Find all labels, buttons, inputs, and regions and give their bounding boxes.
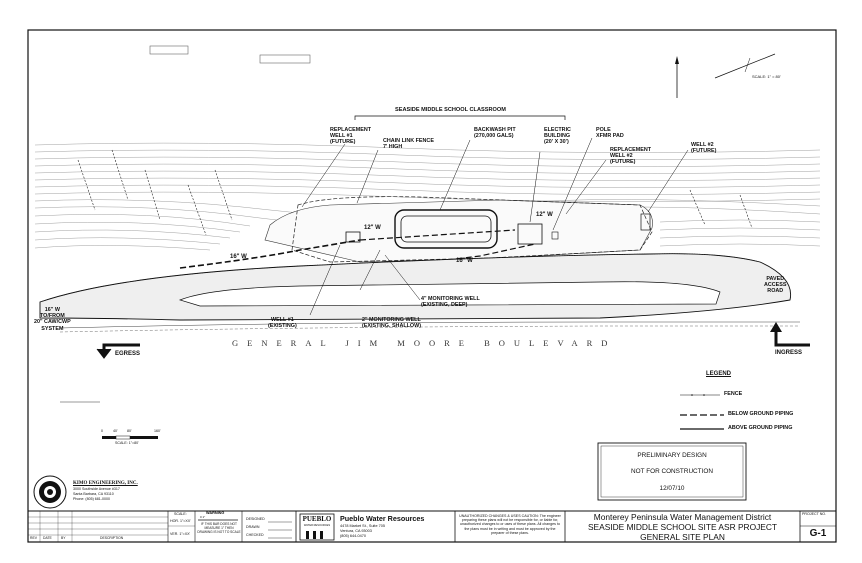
pipe-12 — [359, 229, 516, 241]
label-well-2: WELL #2(FUTURE) — [691, 142, 717, 155]
company-name: Pueblo Water Resources — [340, 514, 425, 523]
ingress-arrow — [774, 328, 810, 347]
well-1 — [345, 231, 361, 243]
company-address2: Ventura, CA 93003 — [340, 529, 372, 533]
xfmr-pad — [551, 231, 559, 240]
label-pipe-12-a: 12" W — [364, 225, 381, 231]
prelim-line1: PRELIMINARY DESIGN — [637, 452, 707, 459]
pueblo-logo-text: PUEBLO — [302, 515, 332, 523]
pipe-16 — [179, 239, 361, 269]
backwash-pit — [394, 209, 498, 249]
engineer-name: KIMO ENGINEERING, INC. — [73, 481, 138, 486]
scale-bar — [102, 435, 158, 440]
scale-tick-0: 0 — [101, 429, 103, 433]
scale-hor: HOR. 1"=XX' — [170, 519, 191, 523]
well-2 — [640, 213, 651, 231]
label-pipe-16-b: 16" W — [456, 258, 473, 264]
drawn-label: DRAWN — [246, 525, 260, 529]
rev-header-date: DATE — [43, 536, 52, 540]
chain-link-fence — [291, 196, 653, 263]
warning-scale: 0 1" — [200, 515, 206, 519]
egress-label: EGRESS — [115, 351, 141, 357]
sheet-title: GENERAL SITE PLAN — [640, 532, 725, 542]
label-well-1: WELL #1(EXISTING) — [268, 317, 297, 330]
road-label: GENERAL JIM MOORE BOULEVARD — [232, 338, 617, 348]
pueblo-logo-frame — [299, 513, 335, 541]
engineer-seal — [33, 475, 67, 509]
label-backwash-pit: BACKWASH PIT(270,000 GALS) — [474, 127, 516, 140]
label-monitoring-shallow: 2" MONITORING WELL(EXISTING, SHALLOW) — [362, 317, 421, 330]
project-name: SEASIDE MIDDLE SCHOOL SITE ASR PROJECT — [587, 522, 778, 532]
north-scale-label: SCALE: 1" = 80' — [752, 74, 781, 79]
designed-label: DESIGNED — [246, 517, 265, 521]
project-no-label: PROJECT NO. — [802, 512, 827, 516]
checked-label: CHECKED — [246, 533, 264, 537]
company-address1: 4478 Market St., Suite 705 — [340, 524, 385, 528]
warning-text: IF THIS BAR DOES NOT MEASURE 1" THEN DRA… — [197, 522, 241, 534]
warning-title: WARNING — [206, 511, 225, 515]
label-pipe-16: 16" W — [230, 254, 247, 260]
ingress-label: INGRESS — [775, 350, 803, 356]
rev-header-by: BY — [61, 536, 66, 540]
label-monitoring-deep: 4" MONITORING WELL(EXISTING, DEEP) — [421, 296, 480, 309]
label-pipe-12-b: 12" W — [536, 212, 553, 218]
legend-fence-label: FENCE — [724, 391, 743, 397]
electric-building — [517, 223, 543, 245]
scale-title: SCALE: — [174, 512, 187, 516]
leader-lines — [301, 137, 689, 316]
scale-label: SCALE: 1"=80' — [115, 441, 139, 445]
legend-above-label: ABOVE GROUND PIPING — [728, 425, 793, 431]
scale-ver: VER. 1"=XX' — [170, 532, 191, 536]
classroom-label: SEASIDE MIDDLE SCHOOL CLASSROOM — [395, 107, 506, 113]
engineer-phone: Phone: (805) 681-0000 — [73, 497, 110, 501]
sheet-number: G-1 — [809, 528, 827, 539]
slope-hatching — [77, 149, 753, 236]
disclaimer-text: UNAUTHORIZED CHANGES & USES CAUTION: The… — [459, 514, 561, 535]
legend-below-label: BELOW GROUND PIPING — [728, 411, 794, 417]
rev-header-rev: REV — [30, 536, 37, 540]
scale-tick-2: 80' — [127, 429, 132, 433]
stamp-left — [149, 45, 189, 55]
road-median — [178, 281, 721, 307]
stamp-right — [259, 54, 311, 64]
prelim-line2: NOT FOR CONSTRUCTION — [631, 468, 713, 475]
rev-header-description: DESCRIPTION — [100, 536, 124, 540]
scale-tick-3: 160' — [154, 429, 161, 433]
pueblo-logo-sub: WATER RESOURCES — [303, 524, 331, 527]
engineer-address1: 3000 Southside Avenue #317 — [73, 487, 120, 491]
company-phone: (805) 644-0470 — [340, 534, 366, 538]
prelim-date: 12/07/10 — [659, 485, 685, 492]
prelim-box — [597, 442, 747, 501]
legend-title: LEGEND — [706, 371, 732, 377]
title-block-grid — [28, 510, 836, 542]
scale-tick-1: 40' — [113, 429, 118, 433]
district-name: Monterey Peninsula Water Management Dist… — [593, 512, 772, 522]
engineer-address2: Santa Barbara, CA 93110 — [73, 492, 114, 496]
sheet-border — [27, 29, 837, 543]
